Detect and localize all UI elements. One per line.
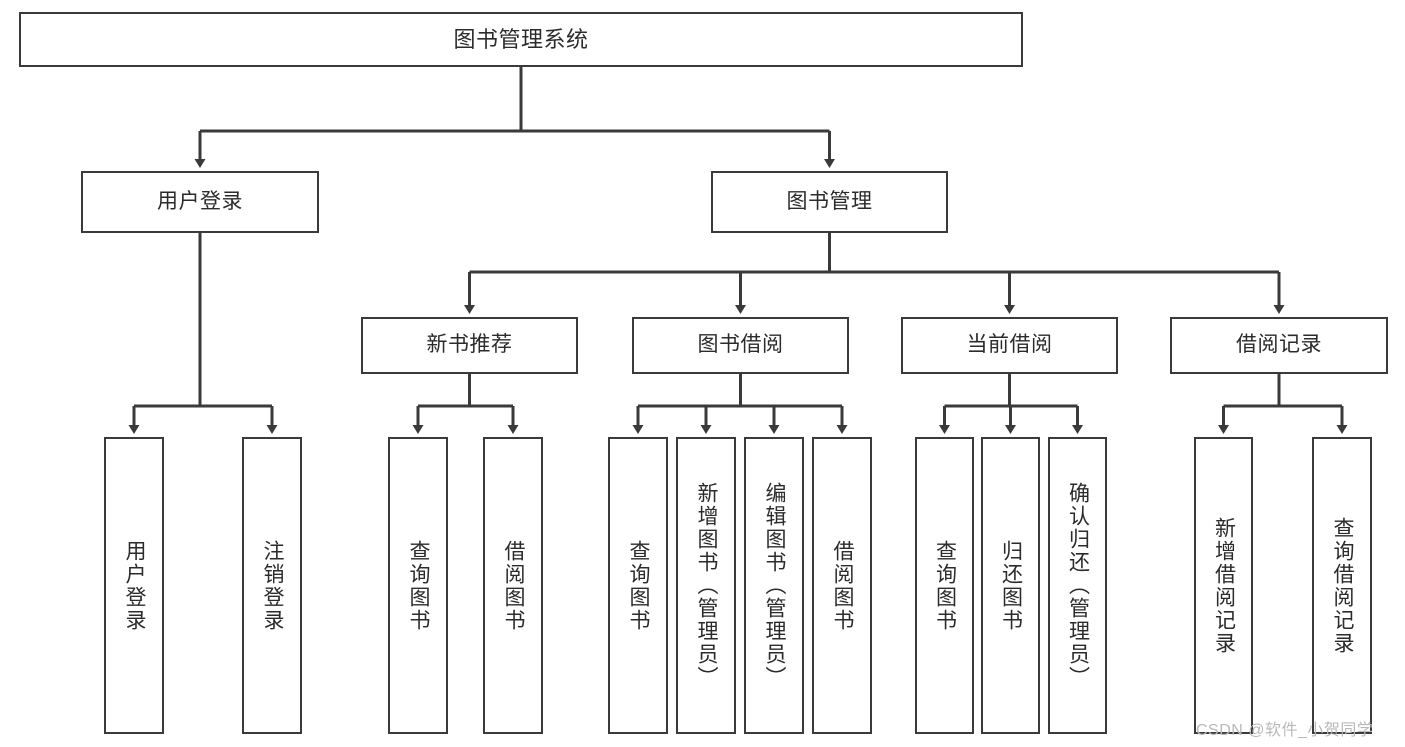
node-label: 查询借阅记录 [1331, 516, 1355, 655]
node-label: 查询图书 [407, 539, 431, 632]
node-label: 确认归还（管理员） [1066, 482, 1090, 689]
node-label: 图书借阅 [697, 333, 784, 357]
node-label: 图书管理系统 [453, 26, 589, 52]
node-label: 新书推荐 [426, 333, 513, 357]
csdn-watermark: CSDN @软件_小贺同学 [1196, 722, 1374, 739]
node-label: 编辑图书（管理员） [763, 482, 787, 689]
node-root-system[interactable]: 图书管理系统 [19, 12, 1023, 67]
node-label: 归还图书 [999, 539, 1023, 632]
node-leaf-confirm-return[interactable]: 确认归还（管理员） [1048, 437, 1107, 734]
node-leaf-return-book[interactable]: 归还图书 [981, 437, 1040, 734]
node-leaf-query-book-3[interactable]: 查询图书 [915, 437, 974, 734]
node-leaf-add-record[interactable]: 新增借阅记录 [1194, 437, 1253, 734]
node-label: 用户登录 [123, 539, 147, 632]
node-label: 借阅记录 [1236, 333, 1322, 357]
node-label: 注销登录 [261, 539, 285, 632]
node-label: 当前借阅 [966, 333, 1053, 357]
node-label: 借阅图书 [502, 539, 526, 632]
node-book-manage[interactable]: 图书管理 [711, 171, 948, 233]
node-leaf-query-book-1[interactable]: 查询图书 [388, 437, 448, 734]
node-leaf-query-book-2[interactable]: 查询图书 [608, 437, 668, 734]
node-leaf-edit-book[interactable]: 编辑图书（管理员） [744, 437, 804, 734]
node-label: 新增图书（管理员） [695, 482, 719, 689]
node-borrow-record[interactable]: 借阅记录 [1170, 317, 1388, 374]
node-leaf-borrow-book-2[interactable]: 借阅图书 [812, 437, 872, 734]
node-user-login[interactable]: 用户登录 [81, 171, 319, 233]
node-leaf-add-book[interactable]: 新增图书（管理员） [676, 437, 736, 734]
node-new-book-recommend[interactable]: 新书推荐 [361, 317, 578, 374]
node-leaf-user-login[interactable]: 用户登录 [104, 437, 164, 734]
node-leaf-logout-login[interactable]: 注销登录 [242, 437, 302, 734]
node-leaf-borrow-book-1[interactable]: 借阅图书 [483, 437, 543, 734]
node-label: 新增借阅记录 [1212, 516, 1236, 655]
node-current-borrow[interactable]: 当前借阅 [901, 317, 1118, 374]
node-label: 用户登录 [157, 189, 243, 213]
node-label: 查询图书 [627, 539, 651, 632]
node-label: 借阅图书 [831, 539, 855, 632]
node-label: 图书管理 [786, 189, 873, 213]
node-leaf-query-record[interactable]: 查询借阅记录 [1312, 437, 1372, 734]
node-book-borrow[interactable]: 图书借阅 [632, 317, 849, 374]
node-label: 查询图书 [933, 539, 957, 632]
